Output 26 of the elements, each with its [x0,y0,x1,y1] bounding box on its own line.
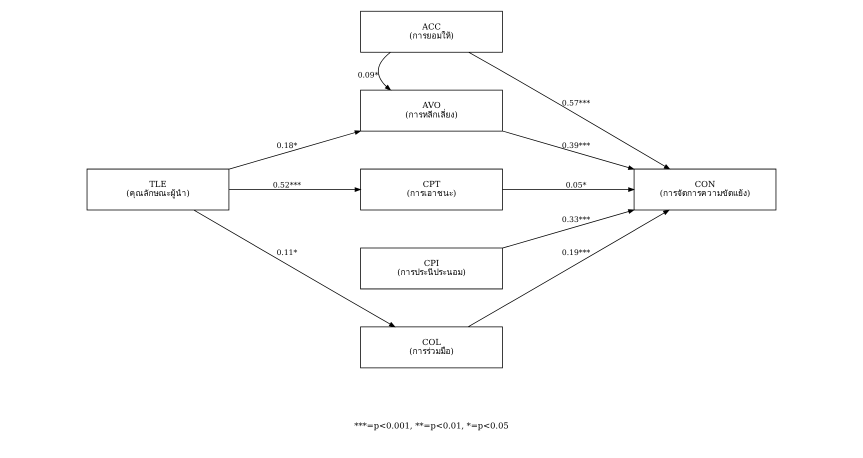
arrow [228,187,362,192]
node-box: CPT (การเอาชนะ) [360,168,503,210]
edge-label: 0.39*** [562,140,590,150]
edge-label: 0.52*** [272,180,302,190]
node-box: ACC (การยอมให้) [360,10,503,53]
edge-label: 0.05* [566,180,586,190]
arrow [502,209,636,248]
arrow [378,52,392,91]
arrow [502,130,636,170]
node-box: TLE (คุณลักษณะผู้นำ) [86,168,230,210]
arrow [502,187,636,192]
edge-label: 0.33*** [562,215,590,224]
node-box: AVO (การหลีกเลี่ยง) [360,90,503,132]
arrow [228,130,362,170]
arrow [468,210,670,328]
node-box: CPI (การประนีประนอม) [360,248,503,290]
edge-label: 0.09* [358,70,378,80]
node-box: CON (การจัดการความขัดแย้ง) [634,168,776,210]
edge-label: 0.57*** [562,98,590,108]
edge-label: 0.19*** [562,248,590,257]
arrow [468,52,671,170]
label: ***=p<0.001, **=p<0.01, *=p<0.05 [354,420,509,430]
node-box: COL (การร่วมมือ) [360,326,503,368]
edge-label: 0.11* [276,248,298,257]
arrow [194,210,396,328]
edge-label: 0.18* [276,140,298,150]
